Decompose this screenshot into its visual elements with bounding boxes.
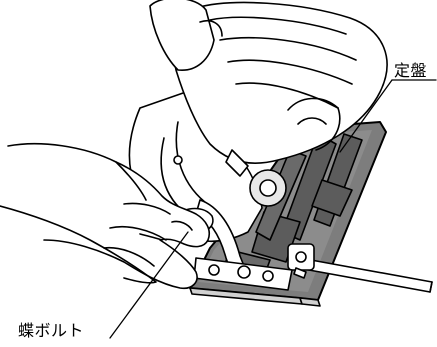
leader-line-base-plate <box>339 79 393 153</box>
leader-line-wing-bolt <box>109 231 189 339</box>
callout-wing-bolt: 蝶ボルト <box>18 321 85 340</box>
guide-rod <box>287 243 433 293</box>
callout-base-plate: 定盤 <box>394 61 428 80</box>
